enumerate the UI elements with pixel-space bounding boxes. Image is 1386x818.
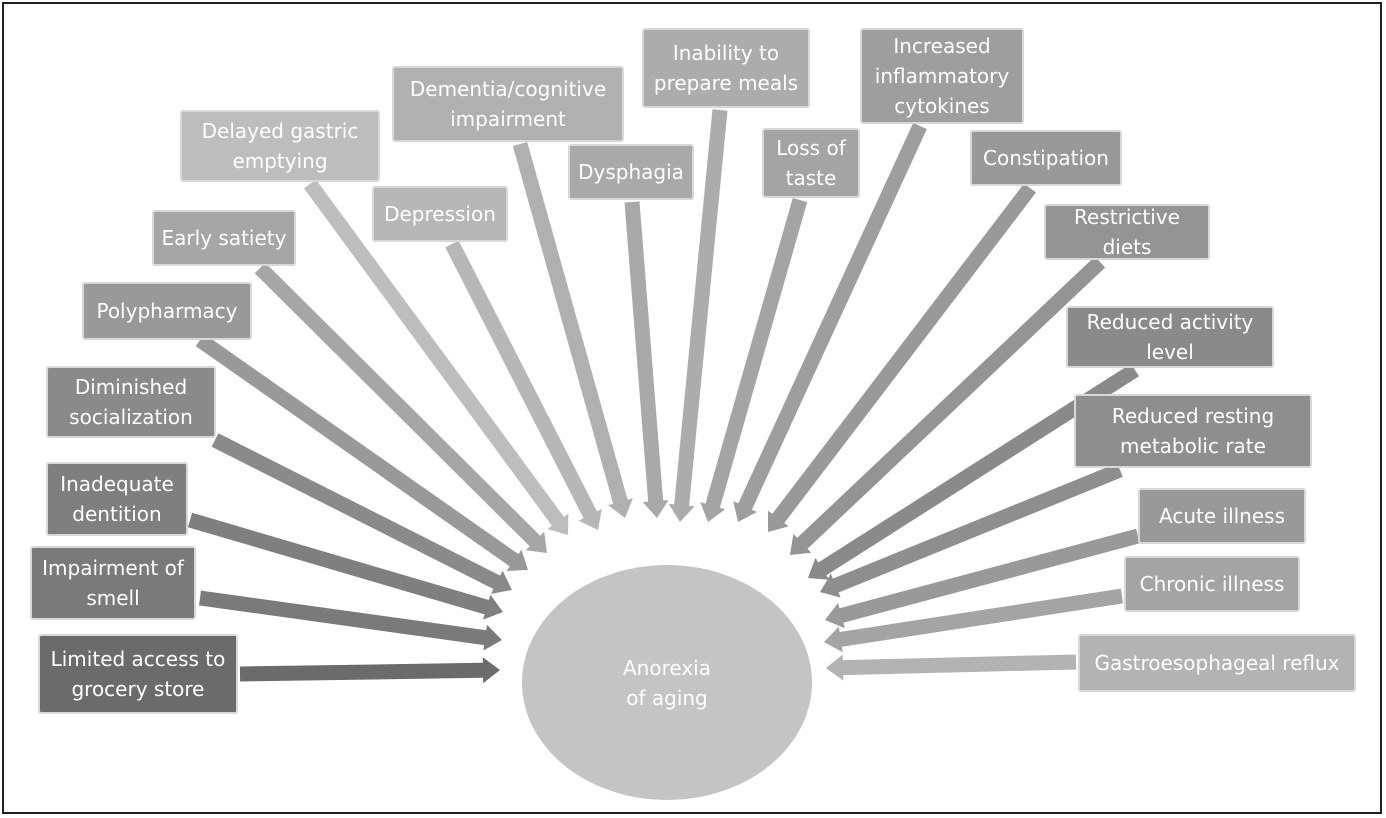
arrow-gerd — [826, 654, 1077, 681]
arrow-early-satiety — [254, 262, 547, 553]
factor-box-acute-illness: Acute illness — [1138, 488, 1306, 544]
arrow-dysphagia — [624, 201, 669, 518]
factor-box-inability-prepare-meals: Inability to prepare meals — [642, 28, 810, 108]
factor-box-gerd: Gastroesophageal reflux — [1078, 634, 1356, 692]
factor-box-dysphagia: Dysphagia — [568, 144, 694, 200]
factor-box-polypharmacy: Polypharmacy — [82, 282, 252, 340]
factor-box-constipation: Constipation — [970, 130, 1122, 186]
arrow-chronic-illness — [824, 588, 1124, 653]
arrow-restrictive-diets — [790, 256, 1106, 555]
factor-box-reduced-activity: Reduced activity level — [1066, 306, 1274, 368]
arrow-diminished-socialization — [211, 433, 512, 594]
arrow-reduced-metabolic-rate — [820, 463, 1123, 598]
factor-box-depression: Depression — [372, 186, 508, 242]
arrow-acute-illness — [825, 528, 1140, 629]
arrow-depression — [445, 240, 602, 530]
factor-box-restrictive-diets: Restrictive diets — [1044, 204, 1210, 260]
arrow-limited-access-grocery — [239, 657, 500, 684]
arrow-dementia — [512, 142, 633, 518]
factor-box-increased-cytokines: Increased inflammatory cytokines — [860, 28, 1024, 124]
arrow-increased-cytokines — [733, 122, 927, 523]
arrow-inability-prepare-meals — [668, 109, 728, 523]
arrow-inadequate-dentition — [187, 512, 503, 620]
factor-box-inadequate-dentition: Inadequate dentition — [46, 462, 188, 536]
arrow-constipation — [768, 183, 1036, 532]
factor-box-reduced-metabolic-rate: Reduced resting metabolic rate — [1074, 394, 1312, 468]
center-node-anorexia-of-aging: Anorexia of aging — [522, 565, 812, 800]
factor-box-chronic-illness: Chronic illness — [1124, 556, 1300, 612]
factor-box-dementia: Dementia/cognitive impairment — [392, 66, 624, 142]
factor-box-loss-of-taste: Loss of taste — [762, 128, 860, 198]
arrow-reduced-activity — [808, 363, 1139, 580]
factor-box-limited-access-grocery: Limited access to grocery store — [38, 634, 238, 714]
arrow-impairment-smell — [199, 590, 502, 651]
factor-box-diminished-socialization: Diminished socialization — [46, 366, 216, 438]
factor-box-delayed-gastric-emptying: Delayed gastric emptying — [180, 110, 380, 182]
factor-box-early-satiety: Early satiety — [152, 210, 296, 266]
factor-box-impairment-smell: Impairment of smell — [30, 546, 196, 620]
arrow-polypharmacy — [195, 333, 528, 571]
arrow-delayed-gastric-emptying — [304, 179, 569, 535]
arrow-loss-of-taste — [700, 197, 808, 522]
